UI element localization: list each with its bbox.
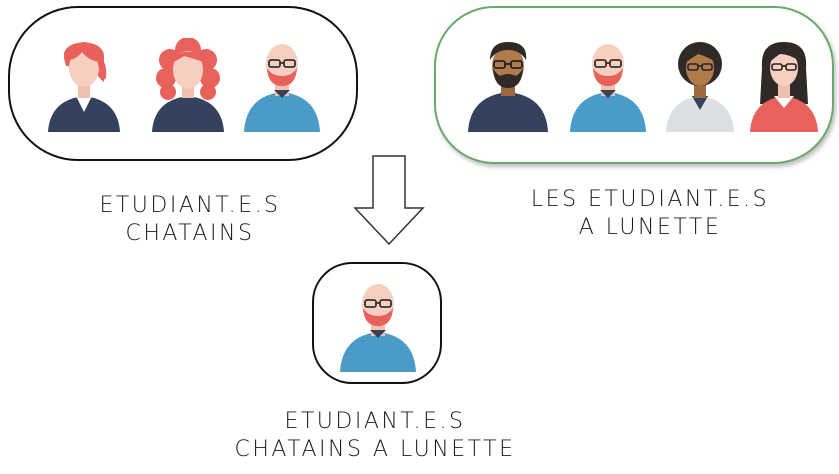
bald-man-glasses-icon: [244, 44, 320, 132]
bald-man-glasses-icon-2: [570, 44, 646, 132]
brown-haired-caption: ETUDIANT.E.S CHATAINS: [40, 192, 340, 248]
intersection-bald-man-glasses-icon: [340, 284, 416, 372]
intersection-caption-line1: ETUDIANT.E.S: [284, 409, 466, 434]
woman-curly-red-hair-icon: [152, 38, 224, 132]
woman-short-red-hair-icon: [48, 42, 120, 132]
brown-haired-caption-line2: CHATAINS: [125, 221, 255, 246]
bearded-man-glasses-icon: [468, 42, 548, 132]
down-arrow-icon: [353, 155, 425, 246]
woman-black-hair-glasses-icon: [750, 42, 818, 132]
brown-haired-caption-line1: ETUDIANT.E.S: [99, 193, 281, 218]
woman-glasses-icon: [666, 42, 734, 132]
intersection-caption: ETUDIANT.E.S CHATAINS A LUNETTE: [170, 408, 580, 464]
glasses-caption: LES ETUDIANT.E.S A LUNETTE: [480, 186, 820, 242]
glasses-caption-line2: A LUNETTE: [578, 215, 722, 240]
glasses-caption-line1: LES ETUDIANT.E.S: [530, 187, 770, 212]
intersection-caption-line2: CHATAINS A LUNETTE: [234, 437, 516, 462]
